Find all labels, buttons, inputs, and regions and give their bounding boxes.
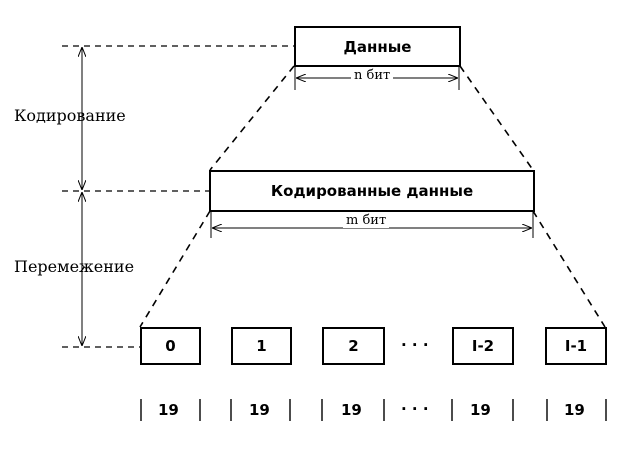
data-box-label: Данные: [343, 37, 412, 56]
expand-right-1: [459, 65, 534, 171]
n-bits-label: n бит: [351, 68, 394, 83]
block-label: 2: [348, 337, 359, 355]
data-box: Данные: [294, 26, 461, 67]
coded-data-box: Кодированные данные: [209, 170, 535, 212]
block-0: 0: [140, 327, 201, 365]
sizes-ellipsis: · · ·: [401, 400, 429, 418]
block-2: 2: [322, 327, 385, 365]
size-separators: [140, 399, 607, 421]
interleaving-label: Перемежение: [14, 257, 135, 276]
block-i-minus-2: I-2: [452, 327, 514, 365]
encoding-label: Кодирование: [14, 106, 126, 125]
expand-left-2: [139, 210, 211, 328]
expand-left-1: [209, 65, 295, 171]
m-bits-label: m бит: [343, 213, 390, 228]
block-label: I-2: [471, 337, 495, 355]
block-size: 19: [249, 401, 270, 419]
block-size: 19: [564, 401, 585, 419]
block-label: 0: [165, 337, 176, 355]
block-1: 1: [231, 327, 292, 365]
block-size: 19: [341, 401, 362, 419]
block-label: I-1: [564, 337, 588, 355]
coded-data-box-label: Кодированные данные: [270, 182, 474, 200]
blocks-ellipsis: · · ·: [401, 336, 429, 354]
block-size: 19: [158, 401, 179, 419]
block-label: 1: [256, 337, 267, 355]
expand-right-2: [532, 210, 606, 328]
block-size: 19: [470, 401, 491, 419]
block-i-minus-1: I-1: [545, 327, 607, 365]
